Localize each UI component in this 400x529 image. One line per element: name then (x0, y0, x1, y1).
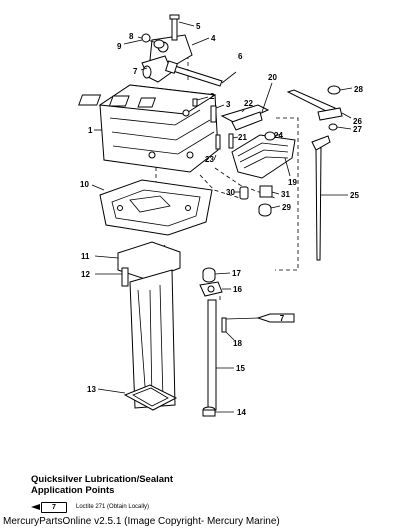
callout-8: 8 (129, 32, 134, 41)
callout-25: 25 (350, 191, 359, 200)
shift-lever-part-28 (286, 85, 353, 115)
housing-part-11 (94, 241, 181, 409)
bracket-part-16 (199, 281, 231, 297)
callout-3: 3 (226, 100, 231, 109)
screw-part-18 (221, 317, 235, 341)
callout-numbers: 1 2 3 4 5 6 7 8 9 10 11 12 13 14 15 16 1… (80, 22, 363, 417)
bracket-arm-part-20 (220, 82, 273, 131)
lever-part-26 (317, 107, 352, 121)
callout-29: 29 (282, 203, 291, 212)
callout-13: 13 (87, 385, 96, 394)
callout-1: 1 (88, 126, 93, 135)
pipe-part-15 (207, 299, 234, 411)
callout-21: 21 (238, 133, 247, 142)
legend-title-line1: Quicksilver Lubrication/Sealant (31, 474, 174, 485)
loctite-tube-tag: 7 (225, 313, 295, 323)
tube-nozzle-icon (31, 504, 40, 510)
tube-tag-number: 7 (280, 314, 285, 323)
adapter-plate-part-1 (78, 84, 219, 173)
sealant-tube-icon: 7 (41, 501, 67, 513)
screw-part-23 (213, 134, 221, 161)
callout-11: 11 (81, 252, 90, 261)
screw-part-12 (95, 267, 129, 287)
callout-27: 27 (353, 125, 362, 134)
cover-part-19 (231, 131, 296, 179)
callout-12: 12 (81, 270, 90, 279)
callout-2: 2 (210, 92, 215, 101)
clip-part-27 (328, 123, 352, 131)
elbow-part-7 (140, 55, 173, 83)
grommet-part-17 (202, 267, 231, 283)
fitting-part-9 (123, 33, 151, 45)
seal-part-13 (97, 384, 178, 411)
callout-31: 31 (281, 190, 290, 199)
callout-6: 6 (238, 52, 243, 61)
legend-item-text: Loctite 271 (Obtain Locally) (76, 504, 150, 510)
callout-19: 19 (288, 178, 297, 187)
legend-title-line2: Application Points (31, 485, 115, 496)
legend-title: Quicksilver Lubrication/Sealant Applicat… (31, 474, 231, 496)
screw-part-21 (228, 133, 239, 149)
callout-9: 9 (117, 42, 122, 51)
bolt-part-5 (169, 14, 195, 41)
screw-part-3 (210, 104, 225, 123)
callout-22: 22 (244, 99, 253, 108)
seal-part-14 (202, 406, 234, 417)
gasket-part-10 (91, 179, 213, 236)
callout-15: 15 (236, 364, 245, 373)
callout-17: 17 (232, 269, 241, 278)
bushing-part-29 (258, 203, 281, 217)
callout-20: 20 (268, 73, 277, 82)
callout-5: 5 (196, 22, 201, 31)
legend-tube-number: 7 (52, 503, 56, 511)
callout-26: 26 (353, 117, 362, 126)
long-bolt-part-6 (165, 60, 237, 87)
callout-28: 28 (354, 85, 363, 94)
callout-14: 14 (237, 408, 246, 417)
legend-item-loctite: 7 Loctite 271 (Obtain Locally) (31, 501, 149, 513)
callout-24: 24 (274, 131, 283, 140)
callout-10: 10 (80, 180, 89, 189)
callout-4: 4 (211, 34, 216, 43)
grommet-part-30 (234, 186, 249, 200)
callout-16: 16 (233, 285, 242, 294)
bolt-part-2 (192, 96, 209, 107)
shift-shaft-part-25 (311, 135, 348, 261)
callout-7: 7 (133, 67, 138, 76)
callout-18: 18 (233, 339, 242, 348)
callout-30: 30 (226, 188, 235, 197)
callout-23: 23 (205, 155, 214, 164)
copyright-footer: MercuryPartsOnline v2.5.1 (Image Copyrig… (3, 516, 280, 527)
clip-part-31 (259, 185, 280, 198)
